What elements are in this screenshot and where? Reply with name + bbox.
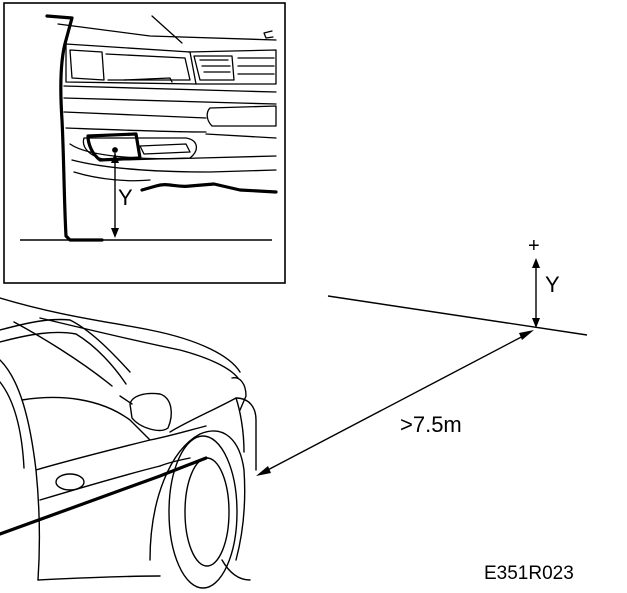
wheel-rim: [184, 457, 230, 567]
grille-outline: [187, 49, 277, 85]
inset-detail: Y: [3, 2, 286, 284]
inset-height-arrow: [111, 147, 119, 238]
aiming-screen: + Y: [327, 235, 588, 336]
car-windshield: [0, 318, 131, 373]
inset-y-label: Y: [118, 185, 133, 210]
screen-offset-arrow: [532, 258, 540, 328]
aim-y-label: Y: [545, 272, 560, 297]
distance-label: >7.5m: [400, 412, 462, 437]
side-trim-stripe: [0, 456, 208, 536]
fog-lamp-lens: [86, 132, 142, 162]
screen-line: [327, 295, 588, 336]
fog-lamp-housing: [82, 137, 197, 161]
car-illustration: [0, 297, 257, 589]
ground-contour-heavy: [140, 182, 278, 194]
car-side-body: [0, 359, 40, 581]
bumper-upper: [63, 85, 277, 93]
front-wheel: [168, 435, 238, 589]
car-hood: [0, 297, 241, 373]
body-profile-heavy: [45, 14, 104, 242]
figure-code: E351R023: [484, 563, 574, 584]
distance-arrow: [256, 330, 534, 476]
hood-crease: [151, 15, 183, 44]
wheel-arch: [149, 430, 246, 561]
inset-frame: [3, 2, 286, 284]
aim-plus-sign: +: [528, 235, 540, 257]
side-mirror: [129, 392, 172, 432]
door-handle: [55, 473, 85, 491]
car-door: [21, 396, 151, 441]
hood-corner-mark: [263, 30, 274, 39]
